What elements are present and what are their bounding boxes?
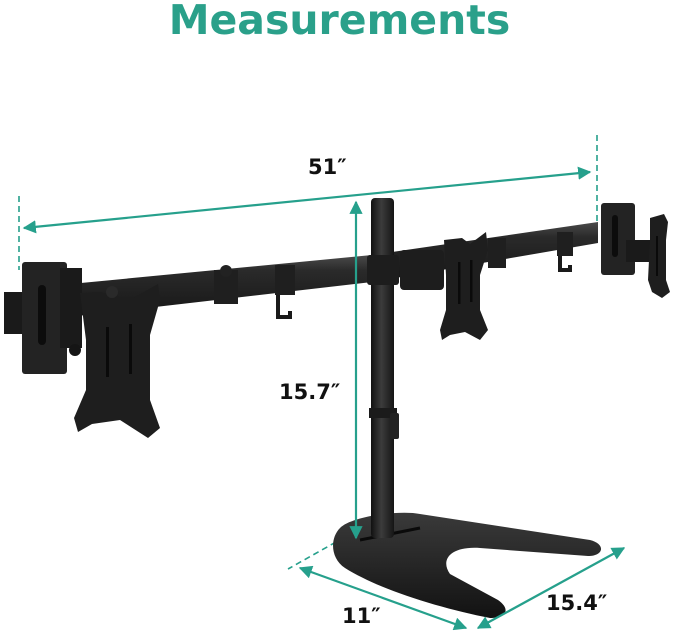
depth-label: 11″	[342, 604, 381, 628]
depth-dimension-line	[298, 565, 468, 631]
right-monitor-mount	[601, 203, 670, 298]
left-monitor-mount	[4, 262, 160, 438]
height-label: 15.7″	[279, 380, 341, 404]
base-width-label: 15.4″	[546, 591, 608, 615]
dimension-guides	[18, 135, 598, 570]
center-monitor-mount	[440, 232, 488, 340]
width-label: 51″	[308, 155, 347, 179]
width-dimension-line	[22, 166, 592, 234]
pole	[367, 198, 399, 538]
page-title: Measurements	[168, 0, 511, 44]
base-width-dimension-line	[476, 547, 626, 629]
